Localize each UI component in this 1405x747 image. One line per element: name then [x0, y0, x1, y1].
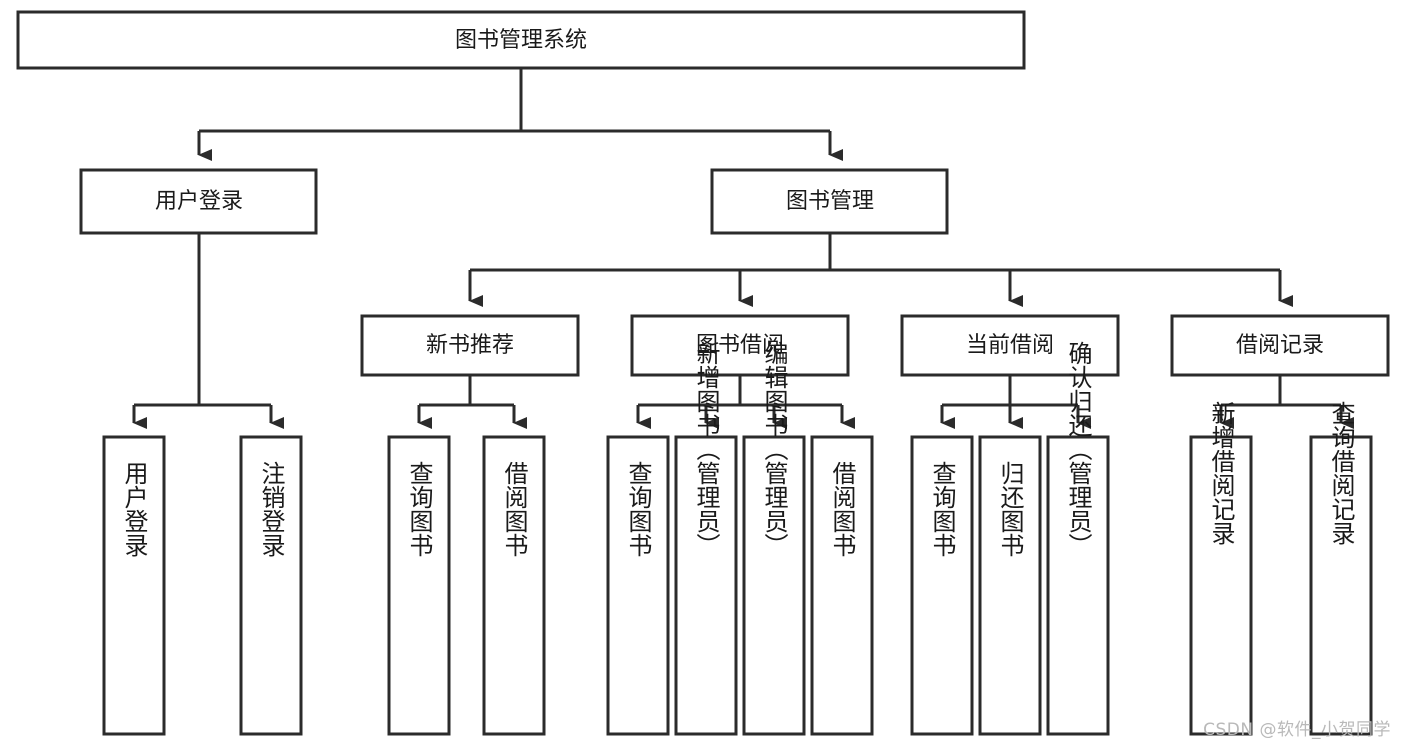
- node-book-manage-label: 图书管理: [786, 189, 874, 214]
- leaf-new-book-0-label: 查询图书: [405, 461, 433, 557]
- node-current-borrow-box[interactable]: [900, 314, 1120, 377]
- node-root[interactable]: 图书管理系统: [16, 10, 1026, 70]
- node-user-login-label: 用户登录: [155, 189, 243, 214]
- leaf-new-book-1-box[interactable]: [482, 435, 546, 736]
- leaf-book-borrow-3[interactable]: 借阅图书: [810, 435, 874, 736]
- node-new-book-recommend-box[interactable]: [360, 314, 580, 377]
- node-borrow-record-label: 借阅记录: [1236, 333, 1324, 358]
- node-borrow-record[interactable]: 借阅记录: [1170, 314, 1390, 377]
- leaf-borrow-record-1[interactable]: 查询借阅记录: [1309, 401, 1373, 736]
- leaf-book-borrow-0-label: 查询图书: [624, 461, 652, 557]
- node-new-book-recommend-label: 新书推荐: [426, 333, 514, 358]
- node-current-borrow[interactable]: 当前借阅: [900, 314, 1120, 377]
- leaf-current-borrow-2[interactable]: 确认归还（管理员）: [1046, 341, 1110, 736]
- leaf-user-login-1-label: 注销登录: [257, 461, 285, 557]
- leaf-book-borrow-3-label: 借阅图书: [828, 461, 856, 557]
- leaf-user-login-0-box[interactable]: [102, 435, 166, 736]
- leaf-current-borrow-1-label: 归还图书: [996, 461, 1024, 557]
- leaf-book-borrow-0[interactable]: 查询图书: [606, 435, 670, 736]
- leaf-current-borrow-1-box[interactable]: [978, 435, 1042, 736]
- leaf-borrow-record-0-box[interactable]: [1189, 435, 1253, 736]
- leaf-book-borrow-2[interactable]: 编辑图书（管理员）: [742, 341, 806, 736]
- node-book-borrow-box[interactable]: [630, 314, 850, 377]
- node-book-borrow[interactable]: 图书借阅: [630, 314, 850, 377]
- leaf-book-borrow-2-label: 编辑图书（管理员）: [760, 341, 788, 557]
- leaf-new-book-0-box[interactable]: [387, 435, 451, 736]
- leaf-borrow-record-0[interactable]: 新增借阅记录: [1189, 401, 1253, 736]
- leaf-user-login-1[interactable]: 注销登录: [239, 435, 303, 736]
- leaf-borrow-record-1-box[interactable]: [1309, 435, 1373, 736]
- node-user-login-box[interactable]: [79, 168, 318, 235]
- leaf-borrow-record-1-label: 查询借阅记录: [1327, 401, 1355, 545]
- node-user-login[interactable]: 用户登录: [79, 168, 318, 235]
- leaf-book-borrow-3-box[interactable]: [810, 435, 874, 736]
- leaf-current-borrow-0-label: 查询图书: [928, 461, 956, 557]
- node-root-box[interactable]: [16, 10, 1026, 70]
- node-new-book-recommend[interactable]: 新书推荐: [360, 314, 580, 377]
- node-root-label: 图书管理系统: [455, 28, 587, 53]
- leaf-new-book-1[interactable]: 借阅图书: [482, 435, 546, 736]
- node-book-manage[interactable]: 图书管理: [710, 168, 949, 235]
- leaf-book-borrow-1[interactable]: 新增图书（管理员）: [674, 341, 738, 736]
- node-book-borrow-label: 图书借阅: [696, 333, 784, 358]
- node-book-manage-box[interactable]: [710, 168, 949, 235]
- leaf-book-borrow-2-box[interactable]: [742, 435, 806, 736]
- leaf-borrow-record-0-label: 新增借阅记录: [1207, 401, 1235, 545]
- leaf-current-borrow-1[interactable]: 归还图书: [978, 435, 1042, 736]
- leaf-book-borrow-1-label: 新增图书（管理员）: [692, 341, 720, 557]
- leaf-new-book-1-label: 借阅图书: [500, 461, 528, 557]
- leaf-user-login-0-label: 用户登录: [120, 461, 148, 557]
- node-borrow-record-box[interactable]: [1170, 314, 1390, 377]
- leaf-book-borrow-1-box[interactable]: [674, 435, 738, 736]
- leaf-book-borrow-0-box[interactable]: [606, 435, 670, 736]
- leaf-user-login-0[interactable]: 用户登录: [102, 435, 166, 736]
- leaf-current-borrow-0[interactable]: 查询图书: [910, 435, 974, 736]
- leaf-current-borrow-2-box[interactable]: [1046, 435, 1110, 736]
- leaf-current-borrow-2-label: 确认归还（管理员）: [1064, 341, 1092, 557]
- leaf-current-borrow-0-box[interactable]: [910, 435, 974, 736]
- node-current-borrow-label: 当前借阅: [966, 333, 1054, 358]
- leaf-new-book-0[interactable]: 查询图书: [387, 435, 451, 736]
- connector-layer: [132, 68, 1354, 429]
- leaf-user-login-1-box[interactable]: [239, 435, 303, 736]
